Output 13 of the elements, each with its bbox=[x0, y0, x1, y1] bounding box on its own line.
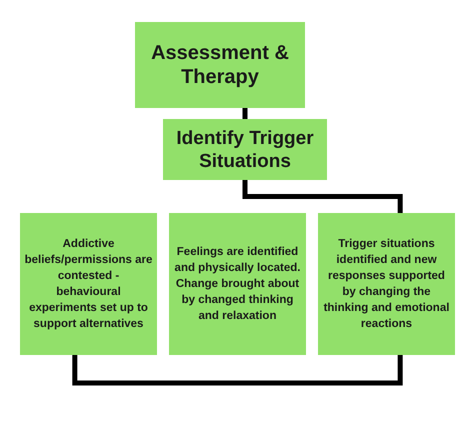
connector-line bbox=[242, 180, 403, 213]
description-box bbox=[318, 213, 455, 355]
connector-line bbox=[242, 108, 248, 119]
box-text: Identify Trigger Situations bbox=[175, 126, 315, 172]
box-text: Assessment & Therapy bbox=[150, 41, 290, 89]
process-box bbox=[163, 119, 327, 180]
box-text: Addictive beliefs/permissions are contested - behavioural experiments set up to support alternatives bbox=[24, 237, 153, 332]
connector-line bbox=[72, 355, 403, 386]
description-box bbox=[20, 213, 157, 355]
box-text: Trigger situations identified and new responses supported by changing the thinking and emotional reactions bbox=[322, 237, 450, 332]
process-box bbox=[135, 22, 305, 108]
description-box bbox=[169, 213, 306, 355]
box-text: Feelings are identified and physically located. Change brought about by changed thinking and relaxation bbox=[174, 245, 302, 324]
